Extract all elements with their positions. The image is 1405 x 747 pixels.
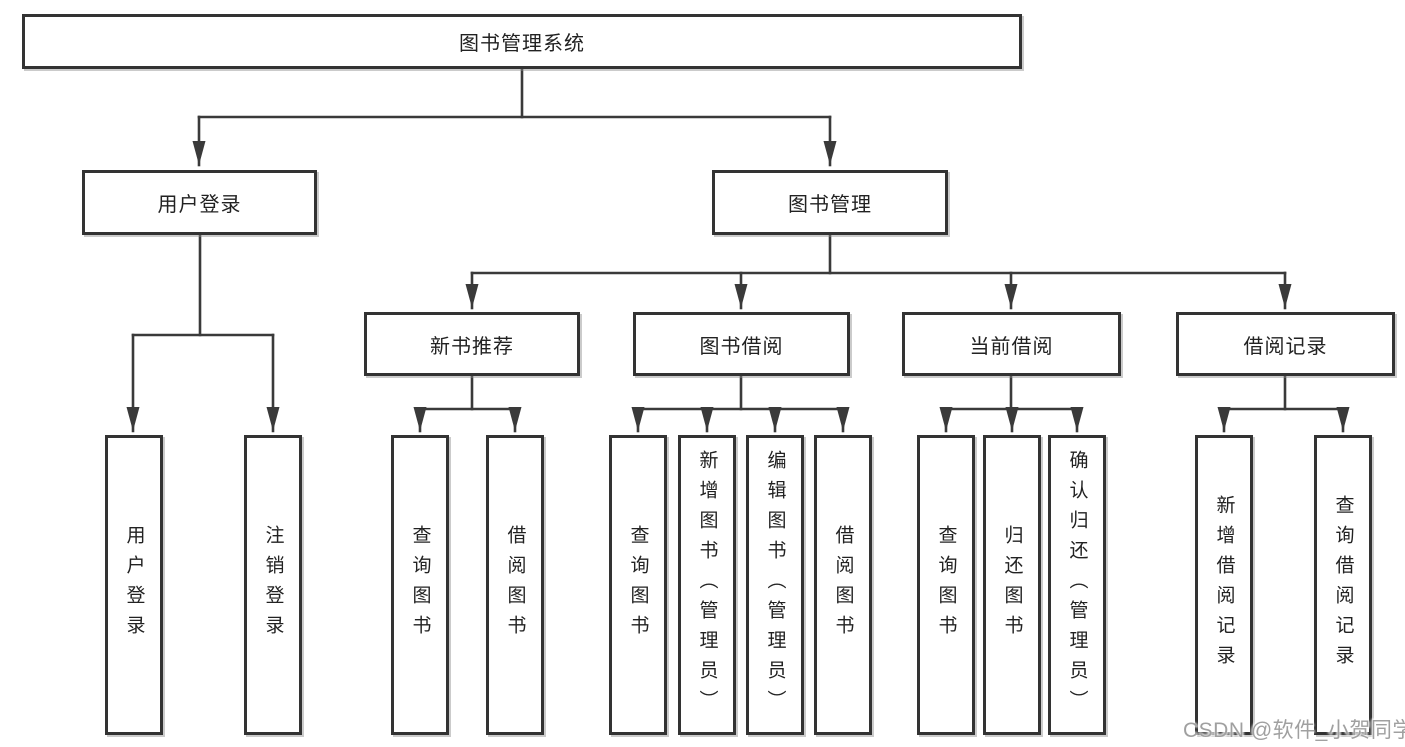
node-root-library-system: 图书管理系统 xyxy=(22,14,1022,69)
leaf-label: 注销登录 xyxy=(262,525,284,645)
node-new-book-recommend: 新书推荐 xyxy=(364,312,580,376)
node-user-login: 用户登录 xyxy=(82,170,317,235)
leaf-label: 查询图书 xyxy=(935,525,957,645)
leaf-label: 查询图书 xyxy=(409,525,431,645)
node-book-management: 图书管理 xyxy=(712,170,948,235)
leaf-query-borrow-record: 查询借阅记录 xyxy=(1314,435,1372,735)
leaf-query-books-current: 查询图书 xyxy=(917,435,975,735)
node-borrow-records: 借阅记录 xyxy=(1176,312,1395,376)
leaf-label: 借阅图书 xyxy=(832,525,854,645)
leaf-borrow-books-recommend: 借阅图书 xyxy=(486,435,544,735)
leaf-add-books-admin: 新增图书（管理员） xyxy=(678,435,736,735)
node-book-borrow: 图书借阅 xyxy=(633,312,850,376)
node-label: 借阅记录 xyxy=(1243,335,1328,358)
leaf-edit-books-admin: 编辑图书（管理员） xyxy=(746,435,804,735)
leaf-query-books-recommend: 查询图书 xyxy=(391,435,449,735)
leaf-add-borrow-record: 新增借阅记录 xyxy=(1195,435,1253,735)
leaf-borrow-books: 借阅图书 xyxy=(814,435,872,735)
node-label: 当前借阅 xyxy=(969,335,1054,358)
csdn-watermark: CSDN @软件_小贺同学 xyxy=(1183,719,1405,742)
node-label: 用户登录 xyxy=(157,194,242,216)
leaf-user-login: 用户登录 xyxy=(105,435,163,735)
leaf-query-books-borrow: 查询图书 xyxy=(609,435,667,735)
leaf-logout: 注销登录 xyxy=(244,435,302,735)
leaf-label: 查询图书 xyxy=(627,525,649,645)
leaf-label: 确认归还（管理员） xyxy=(1066,450,1088,720)
node-label: 图书借阅 xyxy=(699,335,784,358)
node-label: 图书管理 xyxy=(788,194,872,216)
leaf-label: 新增借阅记录 xyxy=(1213,495,1235,675)
node-label: 新书推荐 xyxy=(430,335,514,358)
leaf-label: 编辑图书（管理员） xyxy=(764,450,786,720)
leaf-label: 查询借阅记录 xyxy=(1332,495,1354,675)
leaf-label: 借阅图书 xyxy=(504,525,526,645)
leaf-return-books: 归还图书 xyxy=(983,435,1041,735)
leaf-label: 归还图书 xyxy=(1001,525,1023,645)
leaf-label: 用户登录 xyxy=(123,525,145,645)
leaf-confirm-return-admin: 确认归还（管理员） xyxy=(1048,435,1106,735)
node-current-borrow: 当前借阅 xyxy=(902,312,1121,376)
leaf-label: 新增图书（管理员） xyxy=(696,450,718,720)
node-label: 图书管理系统 xyxy=(459,33,585,55)
